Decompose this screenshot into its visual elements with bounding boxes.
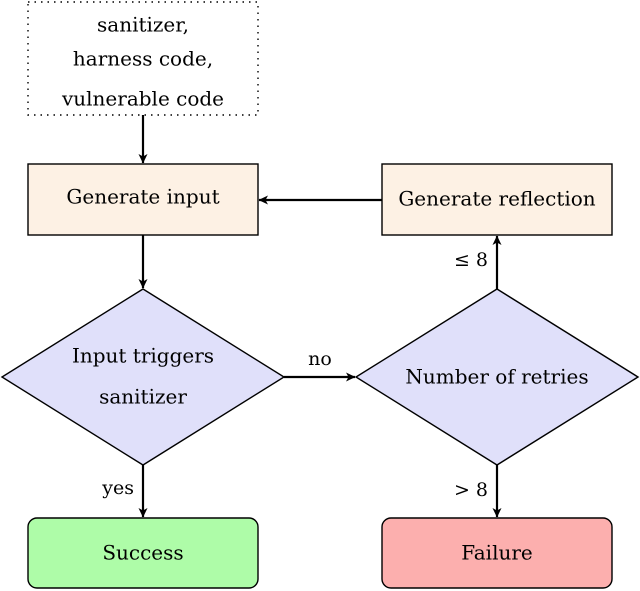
inputs-line-harness-code: harness code, [73, 47, 213, 71]
edge-label-gt8: > 8 [454, 479, 488, 501]
decision-retries-node: Number of retries [354, 288, 640, 466]
inputs-box [27, 1, 259, 116]
success-box [27, 517, 259, 589]
decision-trigger-node: Input triggers sanitizer [0, 288, 286, 466]
success-node: Success [27, 517, 259, 589]
decision-retries-label: Number of retries [405, 365, 588, 389]
failure-box [381, 517, 613, 589]
inputs-line-sanitizer: sanitizer, [97, 13, 189, 37]
success-label: Success [102, 541, 183, 565]
decision-trigger-line-1: Input triggers [72, 344, 214, 368]
inputs-line-vulnerable-code: vulnerable code [61, 87, 224, 111]
decision-trigger-diamond [0, 288, 286, 466]
decision-trigger-line-2: sanitizer [99, 385, 187, 409]
inputs-node: sanitizer, harness code, vulnerable code [27, 1, 259, 116]
edge-label-no: no [308, 348, 332, 370]
failure-label: Failure [461, 541, 533, 565]
generate-reflection-label: Generate reflection [398, 187, 595, 211]
edge-label-yes: yes [101, 477, 134, 499]
generate-input-box [27, 163, 259, 236]
failure-node: Failure [381, 517, 613, 589]
edge-label-le8: ≤ 8 [454, 249, 488, 271]
generate-input-label: Generate input [66, 185, 219, 209]
generate-reflection-node: Generate reflection [381, 163, 613, 236]
generate-reflection-box [381, 163, 613, 236]
generate-input-node: Generate input [27, 163, 259, 236]
